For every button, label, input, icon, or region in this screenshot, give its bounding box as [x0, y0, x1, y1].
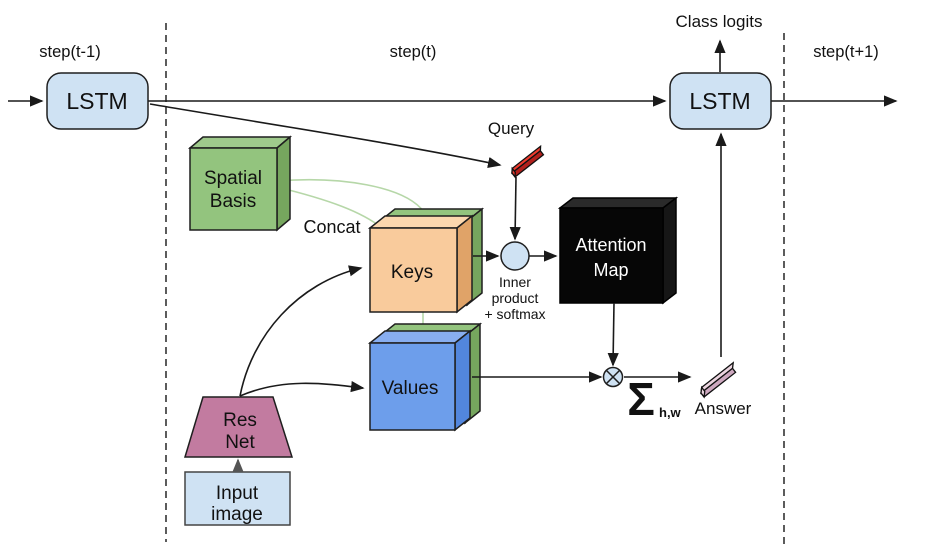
- concat-label: Concat: [303, 217, 360, 237]
- elementwise-multiply-icon: [602, 366, 624, 388]
- query-to-innerproduct-edge: [509, 176, 521, 241]
- resnet-to-values-edge: [239, 380, 365, 397]
- sigma-symbol: Σ: [627, 373, 655, 425]
- spatial-basis-label-2: Basis: [210, 191, 256, 212]
- lstm-current-label: LSTM: [689, 88, 750, 114]
- inner-product-node: Inner product + softmax: [484, 241, 546, 322]
- attention-to-multiply-edge: [607, 302, 619, 367]
- resnet-node: Res Net: [183, 396, 294, 458]
- spatial-basis-node: Spatial Basis: [187, 135, 293, 232]
- sigma-subscript: h,w: [659, 405, 682, 420]
- resnet-to-keys-edge: [239, 265, 363, 397]
- attention-map-label-2: Map: [593, 260, 628, 280]
- inner-product-label-2: product: [492, 290, 539, 306]
- input-image-label-2: image: [211, 504, 263, 525]
- attention-map-node: Attention Map: [557, 196, 679, 305]
- lstm-to-query-edge: [149, 103, 502, 169]
- keys-node: Keys: [367, 207, 485, 314]
- input-image-label-1: Input: [216, 483, 259, 504]
- query-label: Query: [488, 119, 535, 138]
- inner-product-label-3: + softmax: [484, 306, 545, 322]
- step-prev-label: step(t-1): [39, 43, 100, 61]
- resnet-label-2: Net: [225, 432, 255, 453]
- lstm-prev-node: LSTM: [46, 72, 149, 130]
- attention-map-label-1: Attention: [575, 235, 646, 255]
- values-label: Values: [382, 378, 439, 399]
- keys-label: Keys: [391, 262, 433, 283]
- query-vector-icon: [511, 144, 545, 179]
- step-next-label: step(t+1): [813, 43, 879, 61]
- resnet-label-1: Res: [223, 410, 257, 431]
- lstm-current-node: LSTM: [669, 72, 772, 130]
- step-current-label: step(t): [390, 43, 437, 61]
- sum-over-hw: Σ h,w: [627, 373, 681, 425]
- lstm-prev-label: LSTM: [66, 88, 127, 114]
- answer-label: Answer: [695, 399, 752, 418]
- answer-vector-icon: [700, 361, 737, 399]
- class-logits-label: Class logits: [676, 12, 763, 31]
- input-image-node: Input image: [184, 471, 291, 526]
- spatial-basis-label-1: Spatial: [204, 168, 262, 189]
- values-node: Values: [367, 322, 483, 432]
- inner-product-label-1: Inner: [499, 274, 531, 290]
